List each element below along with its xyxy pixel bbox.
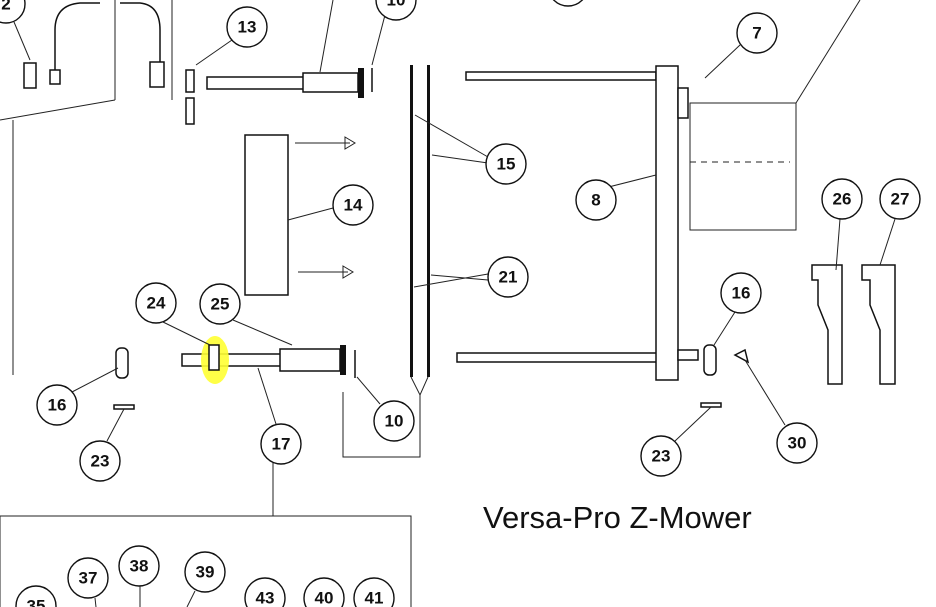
callout-41: 41 bbox=[353, 577, 395, 607]
callout-23-right: 23 bbox=[640, 435, 682, 477]
cylinder-17 bbox=[181, 336, 356, 384]
callout-24: 24 bbox=[135, 282, 177, 324]
svg-text:15: 15 bbox=[497, 155, 516, 174]
callout-21: 21 bbox=[487, 256, 529, 298]
callout-39: 39 bbox=[184, 551, 226, 593]
svg-text:10: 10 bbox=[385, 412, 404, 431]
callout-27: 27 bbox=[879, 178, 921, 220]
hose-assembly bbox=[0, 0, 173, 375]
svg-text:7: 7 bbox=[752, 24, 761, 43]
svg-text:16: 16 bbox=[732, 284, 751, 303]
cylinder-top bbox=[185, 68, 373, 125]
svg-text:16: 16 bbox=[48, 396, 67, 415]
callout-37: 37 bbox=[67, 557, 109, 599]
sub-assembly-box bbox=[0, 515, 412, 607]
callout-10-bottom: 10 bbox=[373, 400, 415, 442]
rods-15 bbox=[342, 65, 430, 458]
svg-text:38: 38 bbox=[130, 557, 149, 576]
plate-14 bbox=[244, 134, 356, 296]
diagram-title: Versa-Pro Z-Mower bbox=[483, 500, 752, 535]
callout-7: 7 bbox=[736, 12, 778, 54]
callout-43: 43 bbox=[244, 577, 286, 607]
callout-unlabeled-top bbox=[552, 0, 584, 7]
callout-17: 17 bbox=[260, 423, 302, 465]
callout-8: 8 bbox=[575, 179, 617, 221]
svg-text:27: 27 bbox=[891, 190, 910, 209]
svg-text:26: 26 bbox=[833, 190, 852, 209]
callout-30: 30 bbox=[776, 422, 818, 464]
svg-text:10: 10 bbox=[387, 0, 406, 10]
svg-text:13: 13 bbox=[238, 18, 257, 37]
callout-16-right: 16 bbox=[720, 272, 762, 314]
callout-2: 2 bbox=[0, 0, 26, 24]
callout-40: 40 bbox=[303, 577, 345, 607]
leader-lines bbox=[13, 0, 896, 442]
svg-text:40: 40 bbox=[315, 589, 334, 607]
brackets bbox=[811, 264, 896, 385]
lower-leader-lines bbox=[94, 586, 196, 607]
svg-text:35: 35 bbox=[27, 597, 46, 607]
svg-text:8: 8 bbox=[591, 191, 600, 210]
callout-35: 35 bbox=[15, 585, 57, 607]
callout-14: 14 bbox=[332, 184, 374, 226]
callout-38: 38 bbox=[118, 545, 160, 587]
callout-23-left: 23 bbox=[79, 440, 121, 482]
callout-10-top: 10 bbox=[375, 0, 417, 21]
callout-13: 13 bbox=[226, 6, 268, 48]
callout-16-left: 16 bbox=[36, 384, 78, 426]
svg-text:41: 41 bbox=[365, 589, 384, 607]
svg-text:23: 23 bbox=[652, 447, 671, 466]
frame-8 bbox=[456, 0, 861, 381]
svg-text:24: 24 bbox=[147, 294, 166, 313]
svg-text:23: 23 bbox=[91, 452, 110, 471]
callout-25: 25 bbox=[199, 283, 241, 325]
svg-text:2: 2 bbox=[1, 0, 10, 14]
svg-text:30: 30 bbox=[788, 434, 807, 453]
svg-text:37: 37 bbox=[79, 569, 98, 588]
svg-text:43: 43 bbox=[256, 589, 275, 607]
svg-text:14: 14 bbox=[344, 196, 363, 215]
svg-text:39: 39 bbox=[196, 563, 215, 582]
callout-26: 26 bbox=[821, 178, 863, 220]
callout-15: 15 bbox=[485, 143, 527, 185]
svg-text:25: 25 bbox=[211, 295, 230, 314]
svg-text:21: 21 bbox=[499, 268, 518, 287]
svg-text:17: 17 bbox=[272, 435, 291, 454]
